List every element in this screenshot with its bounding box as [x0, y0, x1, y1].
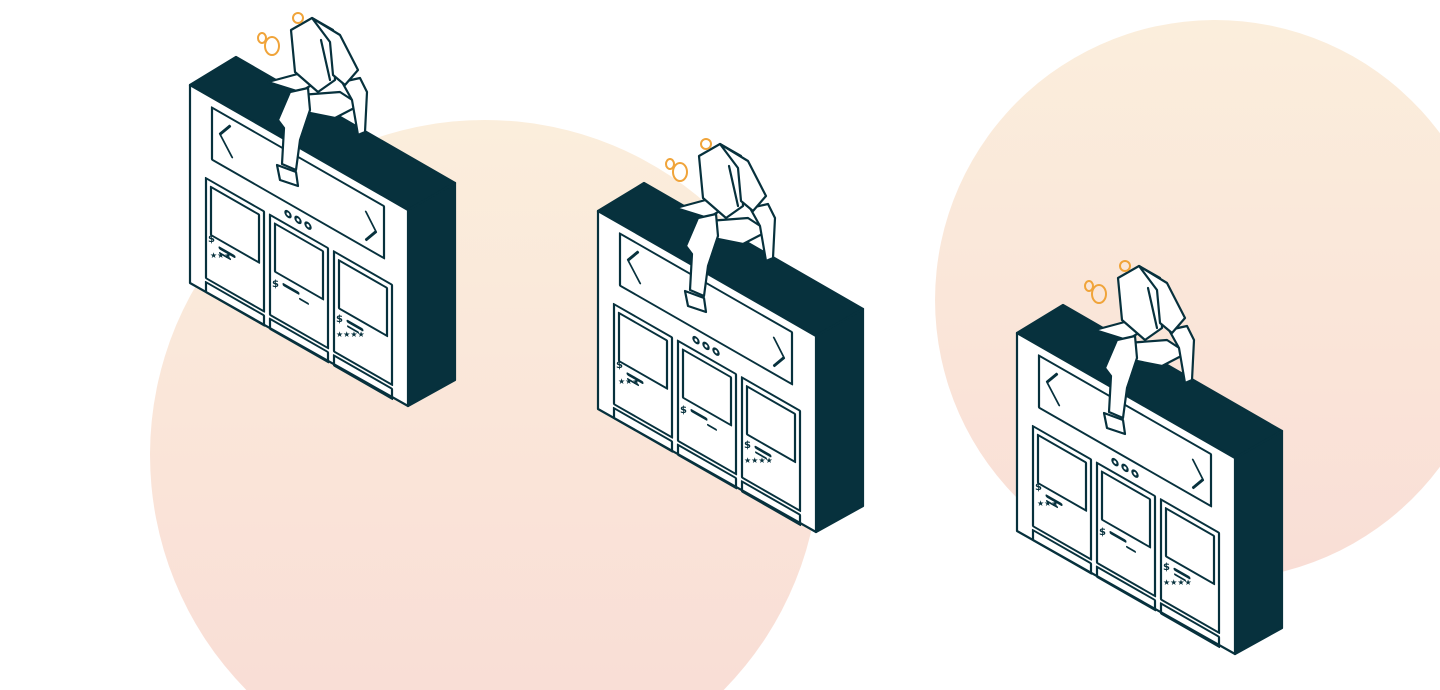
illustration-canvas: $ $ $ ★★★ ★★★★: [150, 11, 1440, 690]
